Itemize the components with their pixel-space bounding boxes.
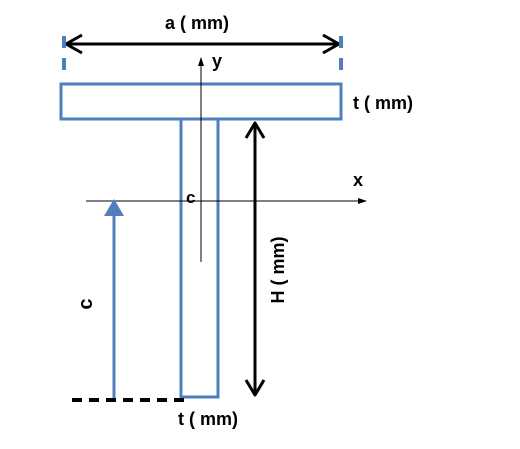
web-rect [179, 117, 220, 399]
flange-thickness-label: t ( mm) [353, 93, 413, 113]
web-thickness-label: t ( mm) [178, 409, 238, 429]
height-arrowhead-top [244, 121, 266, 139]
centroid-distance-label: c [75, 298, 97, 310]
centroid-distance-arrow [104, 199, 124, 398]
centroid-label: c [186, 188, 196, 207]
height-label: H ( mm) [268, 236, 288, 304]
x-axis-label: x [353, 170, 364, 190]
y-axis-label: y [212, 51, 223, 71]
height-arrowhead-bottom [244, 379, 266, 397]
flange-width-dimension [62, 33, 343, 70]
height-dimension [244, 121, 266, 397]
centroid-distance-arrowhead [104, 199, 124, 216]
flange-width-label: a ( mm) [165, 13, 230, 33]
